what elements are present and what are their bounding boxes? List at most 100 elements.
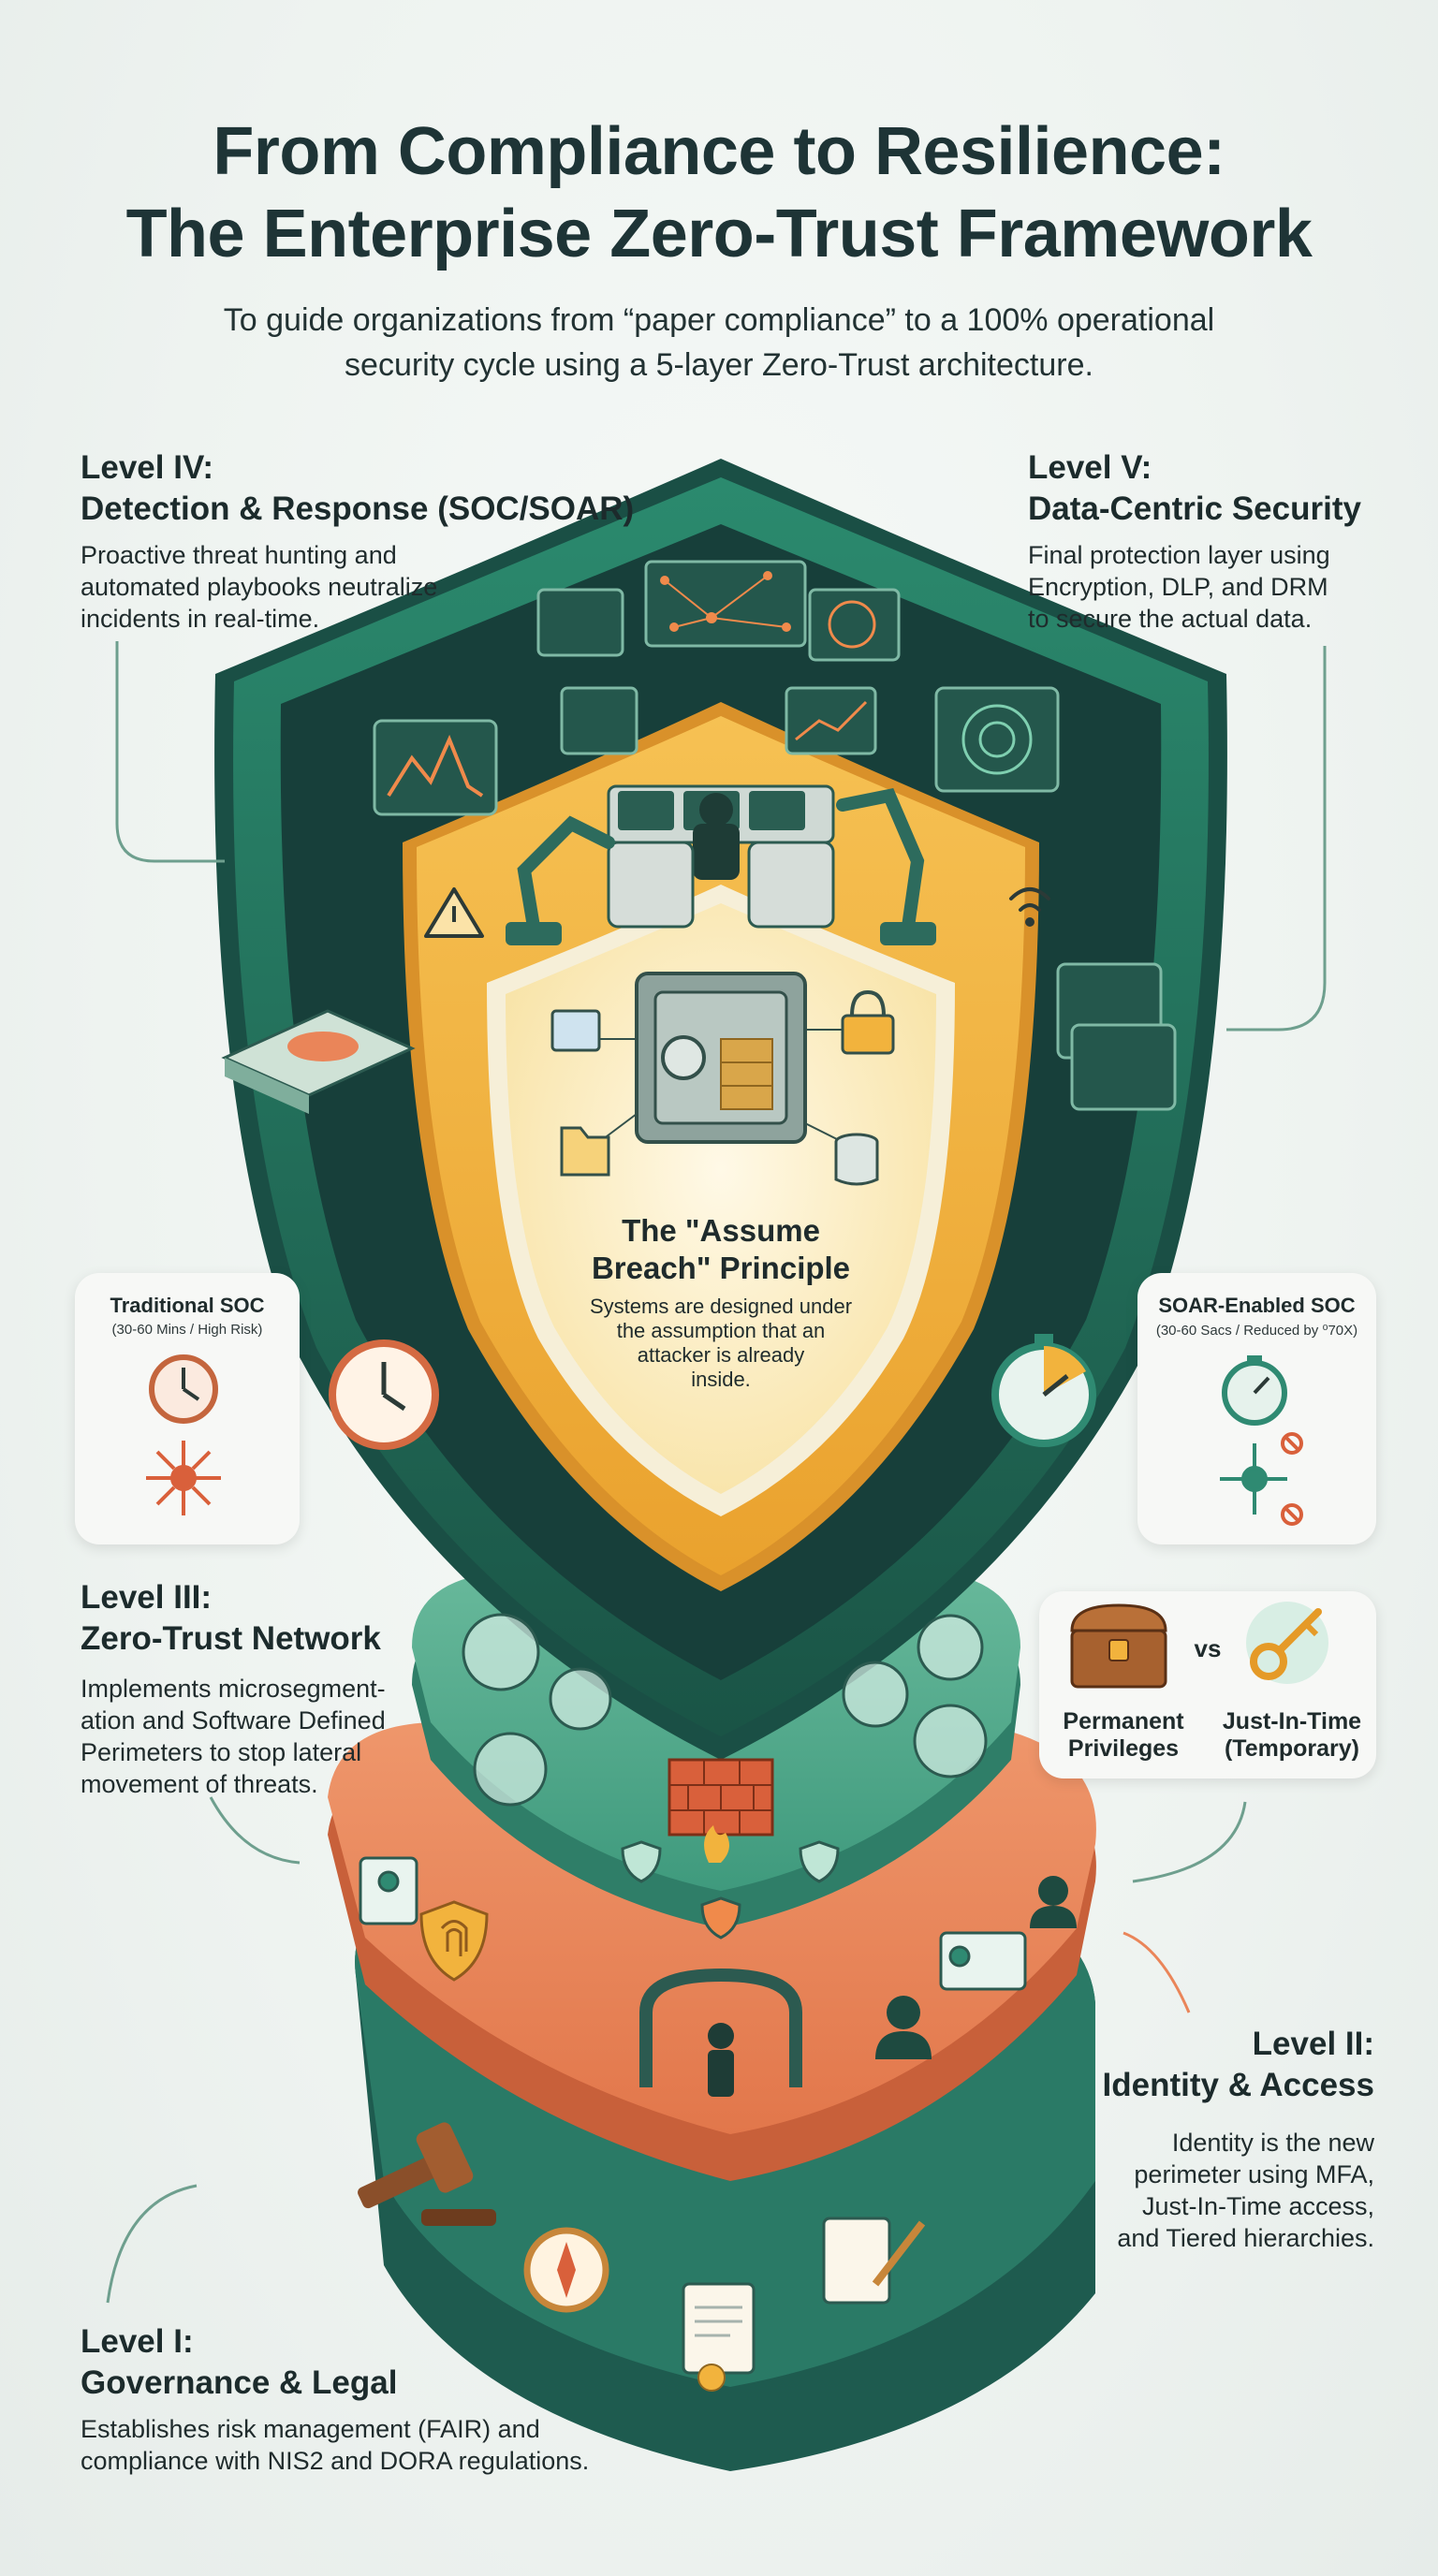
- stopwatch-icon: [991, 1334, 1096, 1447]
- level4-desc-line-1: Proactive threat hunting and: [81, 541, 397, 569]
- level5-desc-line-1: Final protection layer using: [1028, 541, 1330, 569]
- chest-icon: [1070, 1603, 1167, 1689]
- lock-icon: [841, 989, 895, 1055]
- monitor-icon: [550, 1009, 601, 1052]
- permanent-line-2: Privileges: [1067, 1735, 1180, 1762]
- level1-description: Establishes risk management (FAIR) and c…: [81, 2413, 680, 2477]
- level4-name: Detection & Response (SOC/SOAR): [81, 490, 635, 527]
- traditional-soc-title: Traditional SOC: [110, 1294, 265, 1317]
- connector-arrows: [106, 641, 1327, 2304]
- compass-icon: [523, 2227, 609, 2313]
- level2-name: Identity & Access: [1102, 2067, 1374, 2103]
- shield-check-icon: [621, 1840, 840, 1939]
- soar-soc-subtitle: (30-60 Sacs / Reduced by ⁰70X): [1155, 1323, 1358, 1339]
- assume-breach-block: The "Assume Breach" Principle Systems ar…: [562, 1212, 880, 1392]
- level1-desc-line-1: Establishes risk management (FAIR) and: [81, 2415, 540, 2443]
- level3-callout: Level III: Zero-Trust Network Implements…: [81, 1577, 474, 1800]
- warning-icon: [424, 887, 484, 938]
- wifi-icon: [1009, 887, 1050, 927]
- jit-privileges-label: Just-In-Time (Temporary): [1212, 1708, 1372, 1763]
- soar-soc-icons: [1220, 1355, 1303, 1526]
- level3-label: Level III:: [81, 1579, 213, 1616]
- assume-breach-title-2: Breach" Principle: [591, 1251, 851, 1285]
- level2-desc-line-2: perimeter using MFA,: [1134, 2160, 1374, 2188]
- level1-desc-line-2: compliance with NIS2 and DORA regulation…: [81, 2447, 590, 2475]
- level5-desc-line-2: Encryption, DLP, and DRM: [1028, 573, 1328, 601]
- level3-desc-line-4: movement of threats.: [81, 1770, 318, 1798]
- level4-desc-line-2: automated playbooks neutralize: [81, 573, 438, 601]
- level5-name: Data-Centric Security: [1028, 490, 1361, 527]
- assume-breach-description: Systems are designed under the assumptio…: [562, 1295, 880, 1392]
- level2-desc-line-3: Just-In-Time access,: [1141, 2192, 1374, 2220]
- jit-line-2: (Temporary): [1224, 1735, 1359, 1762]
- page-title: From Compliance to Resilience: The Enter…: [0, 110, 1438, 275]
- level4-callout: Level IV: Detection & Response (SOC/SOAR…: [81, 447, 642, 635]
- level1-name: Governance & Legal: [81, 2364, 398, 2401]
- jit-line-1: Just-In-Time: [1222, 1708, 1362, 1734]
- level3-desc-line-2: ation and Software Defined: [81, 1706, 386, 1734]
- level2-desc-line-4: and Tiered hierarchies.: [1117, 2224, 1374, 2252]
- level2-description: Identity is the new perimeter using MFA,…: [974, 2127, 1374, 2254]
- subtitle-line-2: security cycle using a 5-layer Zero-Trus…: [345, 347, 1093, 383]
- title-line-2: The Enterprise Zero-Trust Framework: [125, 197, 1313, 271]
- breach-desc-line-2: the assumption that an: [616, 1319, 826, 1342]
- scatter-alert-icon: [146, 1441, 221, 1515]
- vault-icon: [635, 972, 807, 1144]
- firewall-icon: [668, 1758, 774, 1863]
- level5-label: Level V:: [1028, 449, 1152, 486]
- certificate-icon: [697, 2364, 726, 2392]
- level3-description: Implements microsegment- ation and Softw…: [81, 1673, 474, 1800]
- document-icon: [682, 2217, 926, 2375]
- level4-description: Proactive threat hunting and automated p…: [81, 539, 642, 635]
- traditional-soc-icons: [146, 1354, 221, 1515]
- soar-soc-card: SOAR-Enabled SOC (30-60 Sacs / Reduced b…: [1137, 1273, 1376, 1544]
- level2-callout: Level II: Identity & Access Identity is …: [974, 2024, 1374, 2254]
- folder-icon: [560, 1126, 610, 1177]
- traditional-soc-subtitle: (30-60 Mins / High Risk): [111, 1322, 263, 1338]
- level3-desc-line-3: Perimeters to stop lateral: [81, 1738, 362, 1766]
- level3-desc-line-1: Implements microsegment-: [81, 1675, 386, 1703]
- database-icon: [834, 1133, 879, 1186]
- privileges-comparison-card: vs Permanent Privileges Just-In-Time (Te…: [1039, 1591, 1376, 1778]
- level1-callout: Level I: Governance & Legal Establishes …: [81, 2321, 680, 2477]
- fingerprint-icon: [419, 1900, 489, 1982]
- title-line-1: From Compliance to Resilience:: [213, 114, 1225, 189]
- level1-label: Level I:: [81, 2323, 194, 2360]
- permanent-privileges-label: Permanent Privileges: [1053, 1708, 1194, 1763]
- page-subtitle: To guide organizations from “paper compl…: [157, 298, 1281, 388]
- alert-pedestal: [221, 1009, 416, 1114]
- permanent-line-1: Permanent: [1063, 1708, 1184, 1734]
- level5-callout: Level V: Data-Centric Security Final pro…: [1028, 447, 1421, 635]
- stopwatch-icon: [1222, 1355, 1287, 1426]
- clock-icon: [149, 1354, 218, 1424]
- privileges-icons: [1070, 1602, 1328, 1689]
- breach-desc-line-3: attacker is already: [637, 1343, 805, 1367]
- badge-icon: [359, 1856, 1027, 1991]
- network-node-icon: [1220, 1432, 1303, 1526]
- vs-label: vs: [1194, 1634, 1222, 1662]
- subtitle-line-1: To guide organizations from “paper compl…: [223, 302, 1215, 338]
- network-node-icon: [462, 1613, 988, 1807]
- assume-breach-title-1: The "Assume: [622, 1213, 820, 1248]
- core-shield: [487, 885, 955, 1516]
- level2-desc-line-1: Identity is the new: [1171, 2129, 1374, 2157]
- level5-description: Final protection layer using Encryption,…: [1028, 539, 1421, 635]
- breach-desc-line-4: inside.: [691, 1368, 751, 1391]
- clock-icon: [329, 1339, 439, 1450]
- access-gate: [639, 1968, 802, 2097]
- breach-desc-line-1: Systems are designed under: [589, 1295, 853, 1318]
- level5-desc-line-3: to secure the actual data.: [1028, 605, 1313, 633]
- level4-desc-line-3: incidents in real-time.: [81, 605, 320, 633]
- key-icon: [1246, 1602, 1328, 1684]
- user-icon: [875, 1876, 1077, 2059]
- soc-operator-console: [506, 784, 936, 945]
- soar-soc-title: SOAR-Enabled SOC: [1158, 1294, 1356, 1317]
- traditional-soc-card: Traditional SOC (30-60 Mins / High Risk): [75, 1273, 300, 1544]
- soc-monitors: [373, 560, 1177, 1111]
- level2-label: Level II:: [1252, 2026, 1374, 2062]
- level3-name: Zero-Trust Network: [81, 1620, 381, 1657]
- gavel-icon: [358, 2122, 496, 2226]
- level4-label: Level IV:: [81, 449, 214, 486]
